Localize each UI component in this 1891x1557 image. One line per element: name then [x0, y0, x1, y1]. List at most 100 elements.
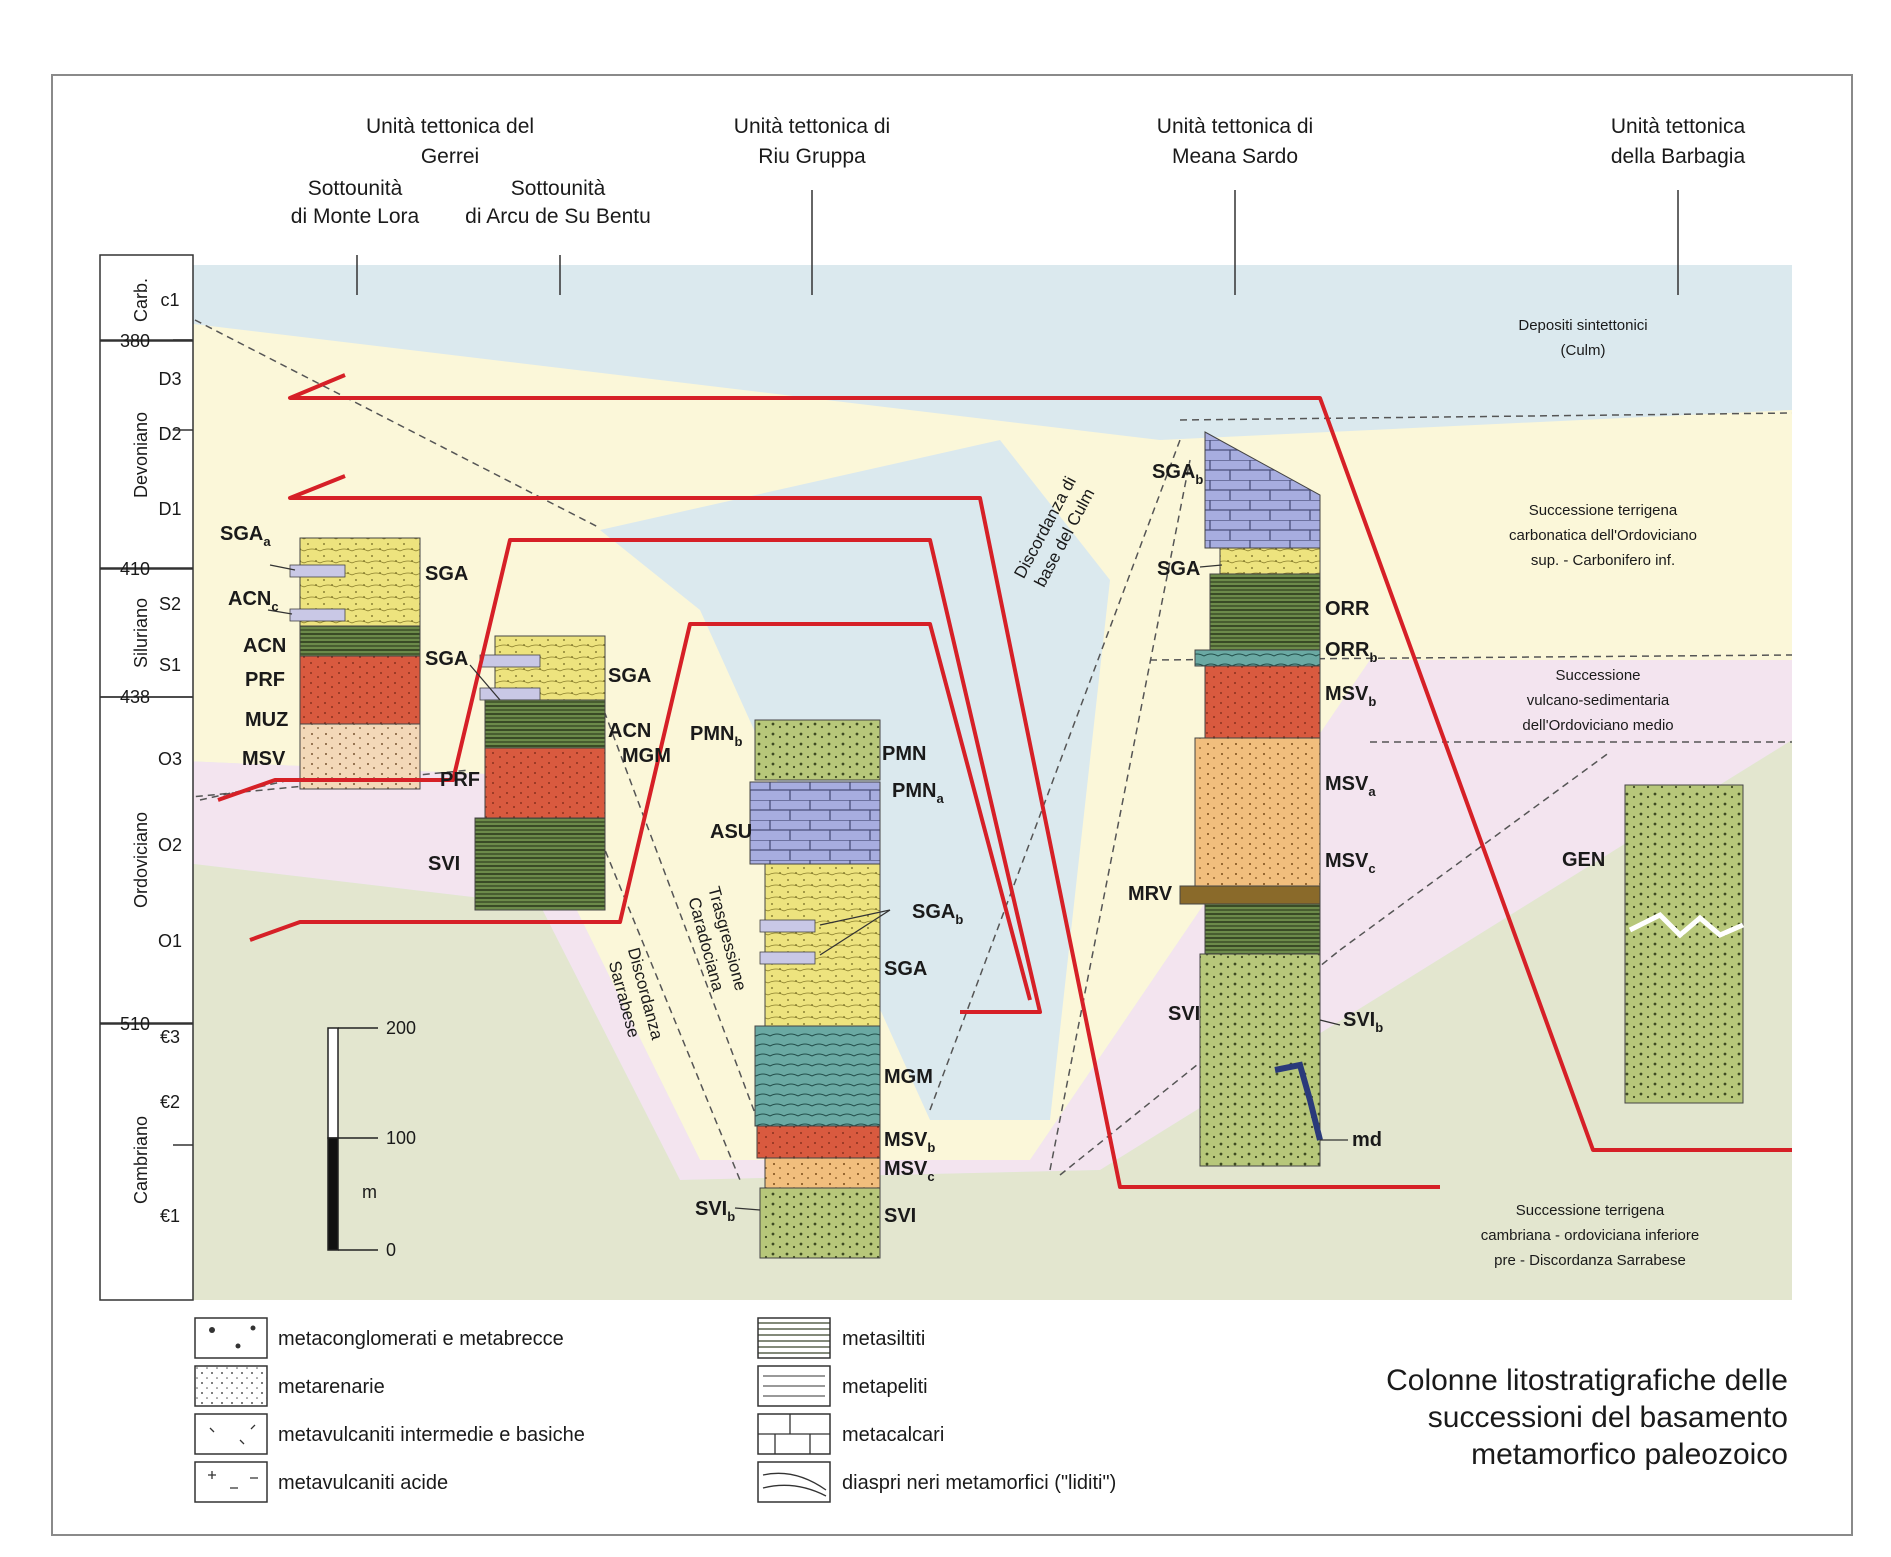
header-riu-gruppa-line1: Unità tettonica di — [734, 115, 890, 138]
label-riu-msv-b: MSVb — [884, 1129, 935, 1155]
label-arcu-svi: SVI — [428, 853, 460, 875]
layer-conglomerate — [754, 719, 881, 781]
legend-label: diaspri neri metamorfici ("liditi") — [842, 1472, 1116, 1494]
stage-c1: c1 — [160, 290, 179, 310]
region-labels: Depositi sintettonici (Culm) Successione… — [1481, 317, 1699, 1269]
header-gerrei-line1: Unità tettonica del — [366, 115, 534, 138]
stage-d2: D2 — [158, 424, 181, 444]
scale-unit: m — [362, 1182, 377, 1202]
label-meana-mrv: MRV — [1128, 883, 1173, 905]
zone-pink — [160, 660, 1792, 1180]
legend-item: metaconglomerati e metabrecce — [194, 1317, 564, 1359]
label-riu-sga-b: SGAb — [912, 901, 963, 927]
layer-teal — [1194, 649, 1321, 667]
label-riu-svi: SVI — [884, 1205, 916, 1227]
stage-o3: O3 — [158, 749, 182, 769]
layer-conglomerate — [759, 1187, 881, 1259]
stage-d3: D3 — [158, 369, 181, 389]
thrust-riu-gruppa — [249, 622, 1032, 1001]
layer-lavender — [289, 608, 346, 622]
layer-siltite — [474, 817, 606, 911]
label-meana-svi: SVI — [1168, 1003, 1200, 1025]
header-monte-lora-line1: Sottounità — [308, 177, 403, 200]
leader-line — [269, 564, 296, 571]
column-riu-gruppa — [749, 719, 881, 1259]
stage-s1: S1 — [159, 655, 181, 675]
leader-line — [819, 909, 891, 926]
age-510: 510 — [120, 1014, 150, 1034]
age-438: 438 — [120, 687, 150, 707]
scale-value-200: 200 — [386, 1018, 416, 1038]
label-barbagia-gen: GEN — [1562, 849, 1605, 871]
layer-red-volcanic — [299, 655, 421, 725]
header-barbagia-line1: Unità tettonica — [1611, 115, 1746, 138]
layer-lavender — [759, 919, 816, 933]
layer-siltite — [299, 625, 421, 657]
label-arcu-sga-right: SGA — [608, 665, 651, 687]
legend-label: metapeliti — [842, 1376, 928, 1398]
column-meana — [1179, 431, 1323, 1167]
stage-e3: €3 — [160, 1027, 180, 1047]
column-monte-lora — [289, 537, 421, 790]
legend-label: metarenarie — [278, 1376, 385, 1398]
label-riu-asu: ASU — [710, 821, 752, 843]
layer-lavender — [479, 654, 541, 668]
label-riu-sga: SGA — [884, 958, 927, 980]
legend-swatch-siltite — [757, 1317, 831, 1359]
scale-value-0: 0 — [386, 1240, 396, 1260]
label-meana-svi-b: SVIb — [1343, 1009, 1383, 1035]
header-arcu-line2: di Arcu de Su Bentu — [465, 205, 651, 228]
legend-swatch-sandstone — [194, 1365, 268, 1407]
figure-title: Colonne litostratigrafiche delle success… — [1386, 1364, 1788, 1471]
period-devoniano: Devoniano — [131, 412, 151, 498]
layer-orange-volcanic — [1194, 737, 1321, 887]
header-barbagia-line2: della Barbagia — [1611, 145, 1746, 168]
time-scale: Carb. Devoniano Siluriano Ordoviciano Ca… — [99, 254, 194, 1301]
label-meana-sga: SGA — [1157, 558, 1200, 580]
region-cambrian-line1: Successione terrigena — [1516, 1202, 1665, 1219]
label-meana-md: md — [1352, 1129, 1382, 1151]
label-riu-pmn: PMN — [882, 743, 926, 765]
leader-line — [734, 1207, 761, 1211]
legend: metaconglomerati e metabrecce metarenari… — [194, 1317, 1116, 1503]
label-meana-orr: ORR — [1325, 598, 1370, 620]
period-ordoviciano: Ordoviciano — [131, 812, 151, 908]
label-riu-msv-c: MSVc — [884, 1158, 935, 1184]
header-riu-gruppa-line2: Riu Gruppa — [758, 145, 866, 168]
age-410: 410 — [120, 559, 150, 579]
layer-siltite — [1204, 903, 1321, 955]
unit-headers: Unità tettonica del Gerrei Sottounità di… — [291, 115, 1746, 295]
label-monte-lora-muz: MUZ — [245, 709, 288, 731]
scale-bar-lower — [327, 1137, 339, 1251]
legend-swatch-acid-volcanic — [194, 1461, 268, 1503]
layer-lavender — [289, 564, 346, 578]
boundary-barbagia — [1339, 751, 1611, 951]
layer-red-volcanic — [1204, 665, 1321, 739]
background-zones — [160, 265, 1792, 1300]
label-meana-orr-b: ORRb — [1325, 639, 1377, 665]
period-carb: Carb. — [131, 278, 151, 322]
layer-sandstone — [764, 863, 881, 1027]
legend-label: metavulcaniti acide — [278, 1472, 448, 1494]
legend-item: metapeliti — [757, 1365, 928, 1407]
label-meana-msv-c: MSVc — [1325, 850, 1376, 876]
region-cambrian-line2: cambriana - ordoviciana inferiore — [1481, 1227, 1699, 1244]
legend-item: metavulcaniti acide — [194, 1461, 448, 1503]
layer-red-volcanic — [484, 747, 606, 819]
layer-lavender — [479, 687, 541, 701]
legend-item: diaspri neri metamorfici ("liditi") — [757, 1461, 1116, 1503]
layer-sandstone — [1219, 547, 1321, 575]
label-monte-lora-sga-a: SGAa — [220, 523, 271, 549]
legend-label: metacalcari — [842, 1424, 944, 1446]
label-arcu-acn: ACN — [608, 720, 651, 742]
boundary-meana-left — [1049, 459, 1191, 1171]
legend-label: metavulcaniti intermedie e basiche — [278, 1424, 585, 1446]
layer-teal — [754, 1025, 881, 1127]
thrust-gerrei — [217, 538, 1042, 1014]
title-line2: successioni del basamento — [1428, 1401, 1788, 1434]
boundary-culm-left — [194, 319, 601, 529]
leader-line — [267, 609, 293, 615]
stage-e1: €1 — [160, 1206, 180, 1226]
thrust-lines — [217, 373, 1792, 1189]
stage-d1: D1 — [158, 499, 181, 519]
